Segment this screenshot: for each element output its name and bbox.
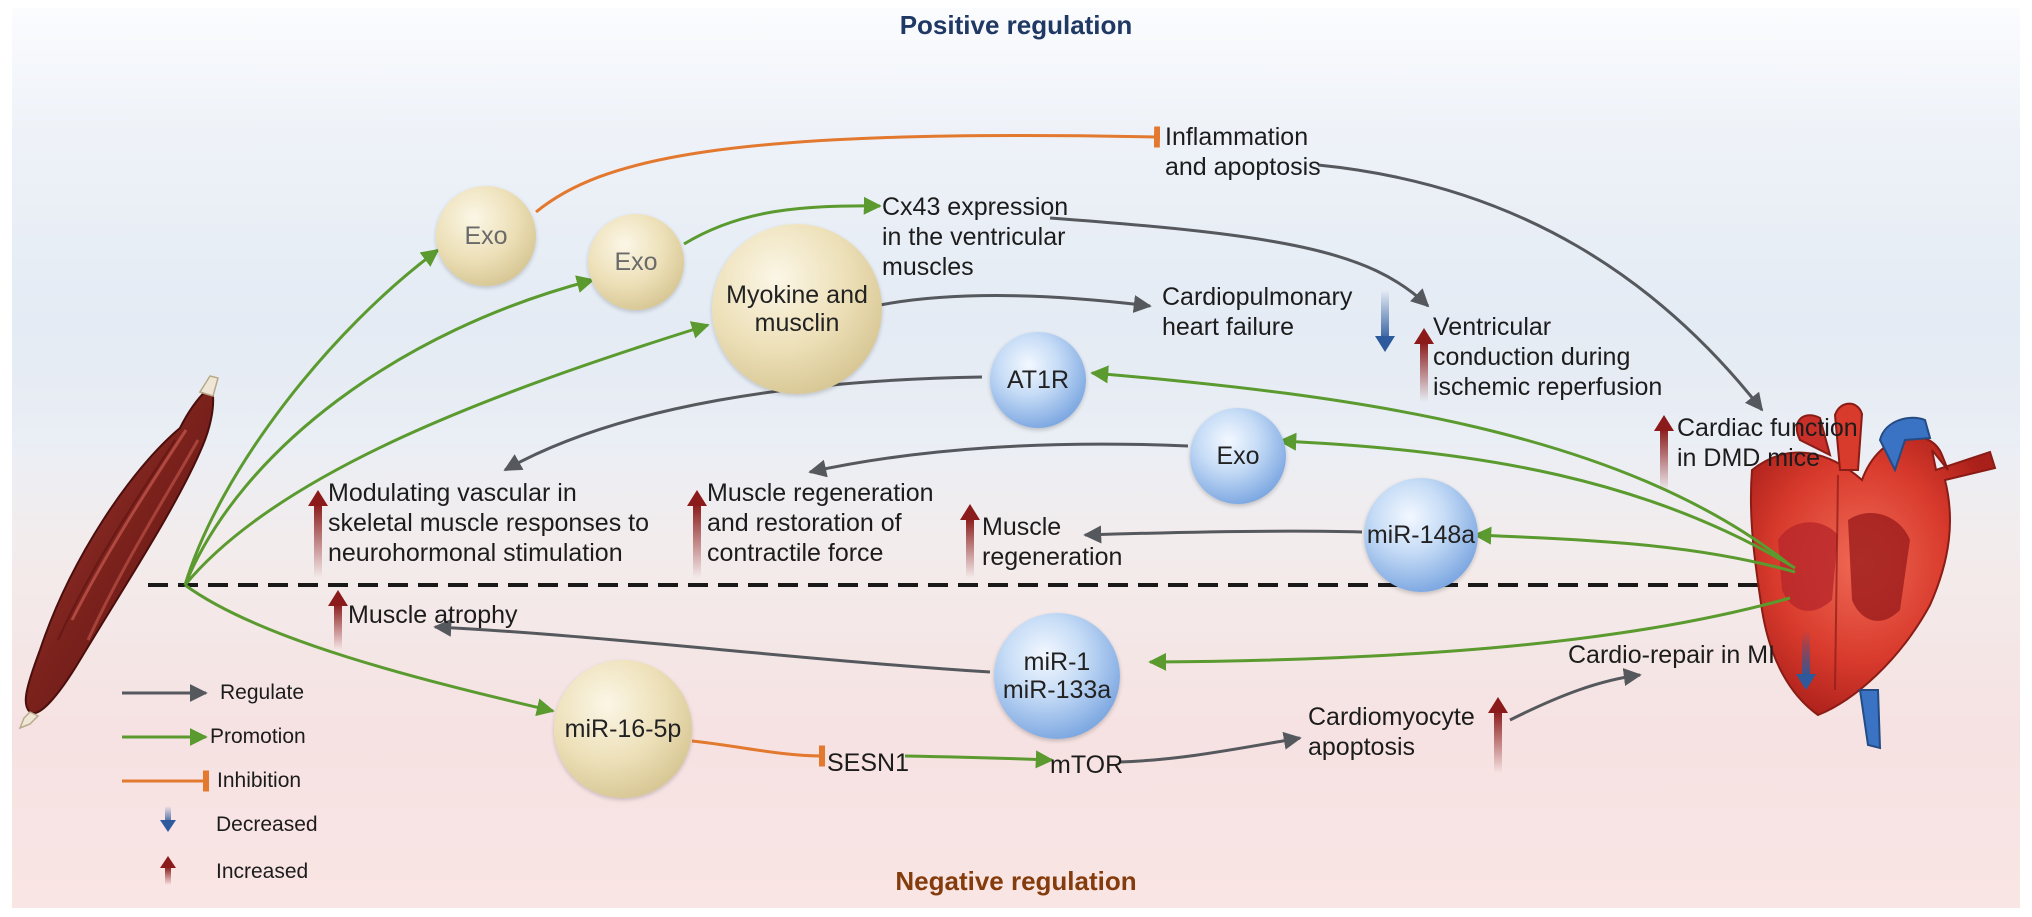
mtor-label: mTOR: [1050, 751, 1124, 779]
positive-regulation-title: Positive regulation: [899, 10, 1133, 40]
arrow-sesn1-to-mtor: [904, 750, 1054, 769]
exo-node-1: Exo: [436, 186, 536, 286]
arrow-mir1-to-atrophy: [433, 618, 991, 674]
increase-arrow-muscle-regeneration: [960, 504, 980, 578]
at1r-node-label: AT1R: [1006, 366, 1070, 394]
sesn1-label: SESN1: [827, 749, 909, 777]
arrow-heart-to-mir1: [1148, 596, 1791, 671]
negative-regulation-title: Negative regulation: [895, 866, 1137, 896]
cardiomyocyte-label: Cardiomyocyte apoptosis: [1308, 703, 1475, 761]
legend-promotion: Promotion: [210, 725, 306, 748]
cardio-repair-label: Cardio-repair in MI: [1568, 641, 1776, 669]
increase-arrow-cardiomyocyte: [1488, 697, 1508, 773]
exo-node-2-label: Exo: [614, 248, 658, 276]
arrow-at1r-to-modulating: [503, 375, 983, 472]
arrow-mtor-to-cardiomyocyte: [1119, 731, 1302, 764]
cx43-label: Cx43 expression in the ventricular muscl…: [882, 193, 1069, 281]
legend-decreased: Decreased: [216, 813, 318, 836]
arrow-muscle-to-exo2: [183, 275, 595, 586]
arrow-heart-to-exo-blue: [1278, 432, 1796, 570]
increase-arrow-ventricular: [1414, 328, 1434, 402]
muscle-regeneration-label: Muscle regeneration: [982, 513, 1123, 571]
arrow-heart-to-at1r: [1090, 365, 1791, 567]
myokine-node: Myokine and musclin: [712, 224, 882, 394]
legend-inhibition: Inhibition: [217, 769, 302, 792]
mir1-mir133a-node: miR-1 miR-133a: [994, 613, 1120, 739]
modulating-label: Modulating vascular in skeletal muscle r…: [328, 479, 649, 567]
exo-blue-node: Exo: [1190, 408, 1286, 504]
muscle-atrophy-label: Muscle atrophy: [348, 601, 518, 629]
mir148a-node: miR-148a: [1364, 478, 1478, 592]
increase-arrow-cardiac-function: [1654, 415, 1674, 491]
legend-increased: Increased: [216, 860, 309, 883]
increase-arrow-regeneration-restore: [687, 490, 707, 578]
mir1-mir133a-node-label: miR-1 miR-133a: [1002, 648, 1112, 704]
inflammation-label: Inflammation and apoptosis: [1165, 123, 1321, 181]
arrow-exo1-inhibits-inflammation: [535, 126, 1161, 214]
heart-icon: [1749, 402, 1997, 750]
arrow-muscle-to-myokine: [183, 321, 710, 586]
arrow-inflammation-to-cardiac: [1317, 163, 1764, 412]
myokine-node-label: Myokine and musclin: [726, 281, 868, 337]
ventricular-label: Ventricular conduction during ischemic r…: [1433, 313, 1663, 401]
increase-arrow-modulating: [308, 490, 328, 578]
decrease-arrow-cardiopulmonary: [1375, 290, 1395, 352]
legend-symbols: [122, 684, 209, 885]
arrow-exo2-to-cx43: [683, 196, 882, 246]
mir16-node-label: miR-16-5p: [564, 715, 682, 743]
arrow-muscle-to-mir16: [184, 583, 555, 717]
cardiopulmonary-label: Cardiopulmonary heart failure: [1162, 283, 1353, 341]
arrow-mir16-inhibits-sesn1: [691, 739, 826, 767]
arrow-cardiomyocyte-to-cardiorepair: [1509, 668, 1642, 722]
arrow-mir148a-to-muscle-regeneration: [1083, 525, 1363, 544]
legend-regulate: Regulate: [220, 681, 305, 704]
arrow-myokine-to-cardiopulmonary: [879, 294, 1152, 313]
mir148a-node-label: miR-148a: [1366, 521, 1476, 549]
at1r-node: AT1R: [990, 332, 1086, 428]
cardiac-function-label: Cardiac function in DMD mice: [1677, 414, 1858, 472]
muscle-icon: [18, 375, 219, 730]
exo-node-1-label: Exo: [464, 222, 508, 250]
arrow-exo-blue-to-regeneration: [808, 442, 1189, 478]
exo-blue-node-label: Exo: [1216, 442, 1260, 470]
decrease-arrow-cardio-repair: [1796, 630, 1816, 690]
increase-arrow-muscle-atrophy: [328, 590, 348, 650]
mir16-node: miR-16-5p: [554, 660, 692, 798]
exo-node-2: Exo: [588, 214, 684, 310]
arrow-cx43-to-ventricular: [1049, 216, 1430, 308]
arrow-muscle-to-exo1: [183, 248, 440, 586]
arrow-heart-to-mir148a: [1473, 526, 1796, 574]
regeneration-restore-label: Muscle regeneration and restoration of c…: [707, 479, 934, 567]
